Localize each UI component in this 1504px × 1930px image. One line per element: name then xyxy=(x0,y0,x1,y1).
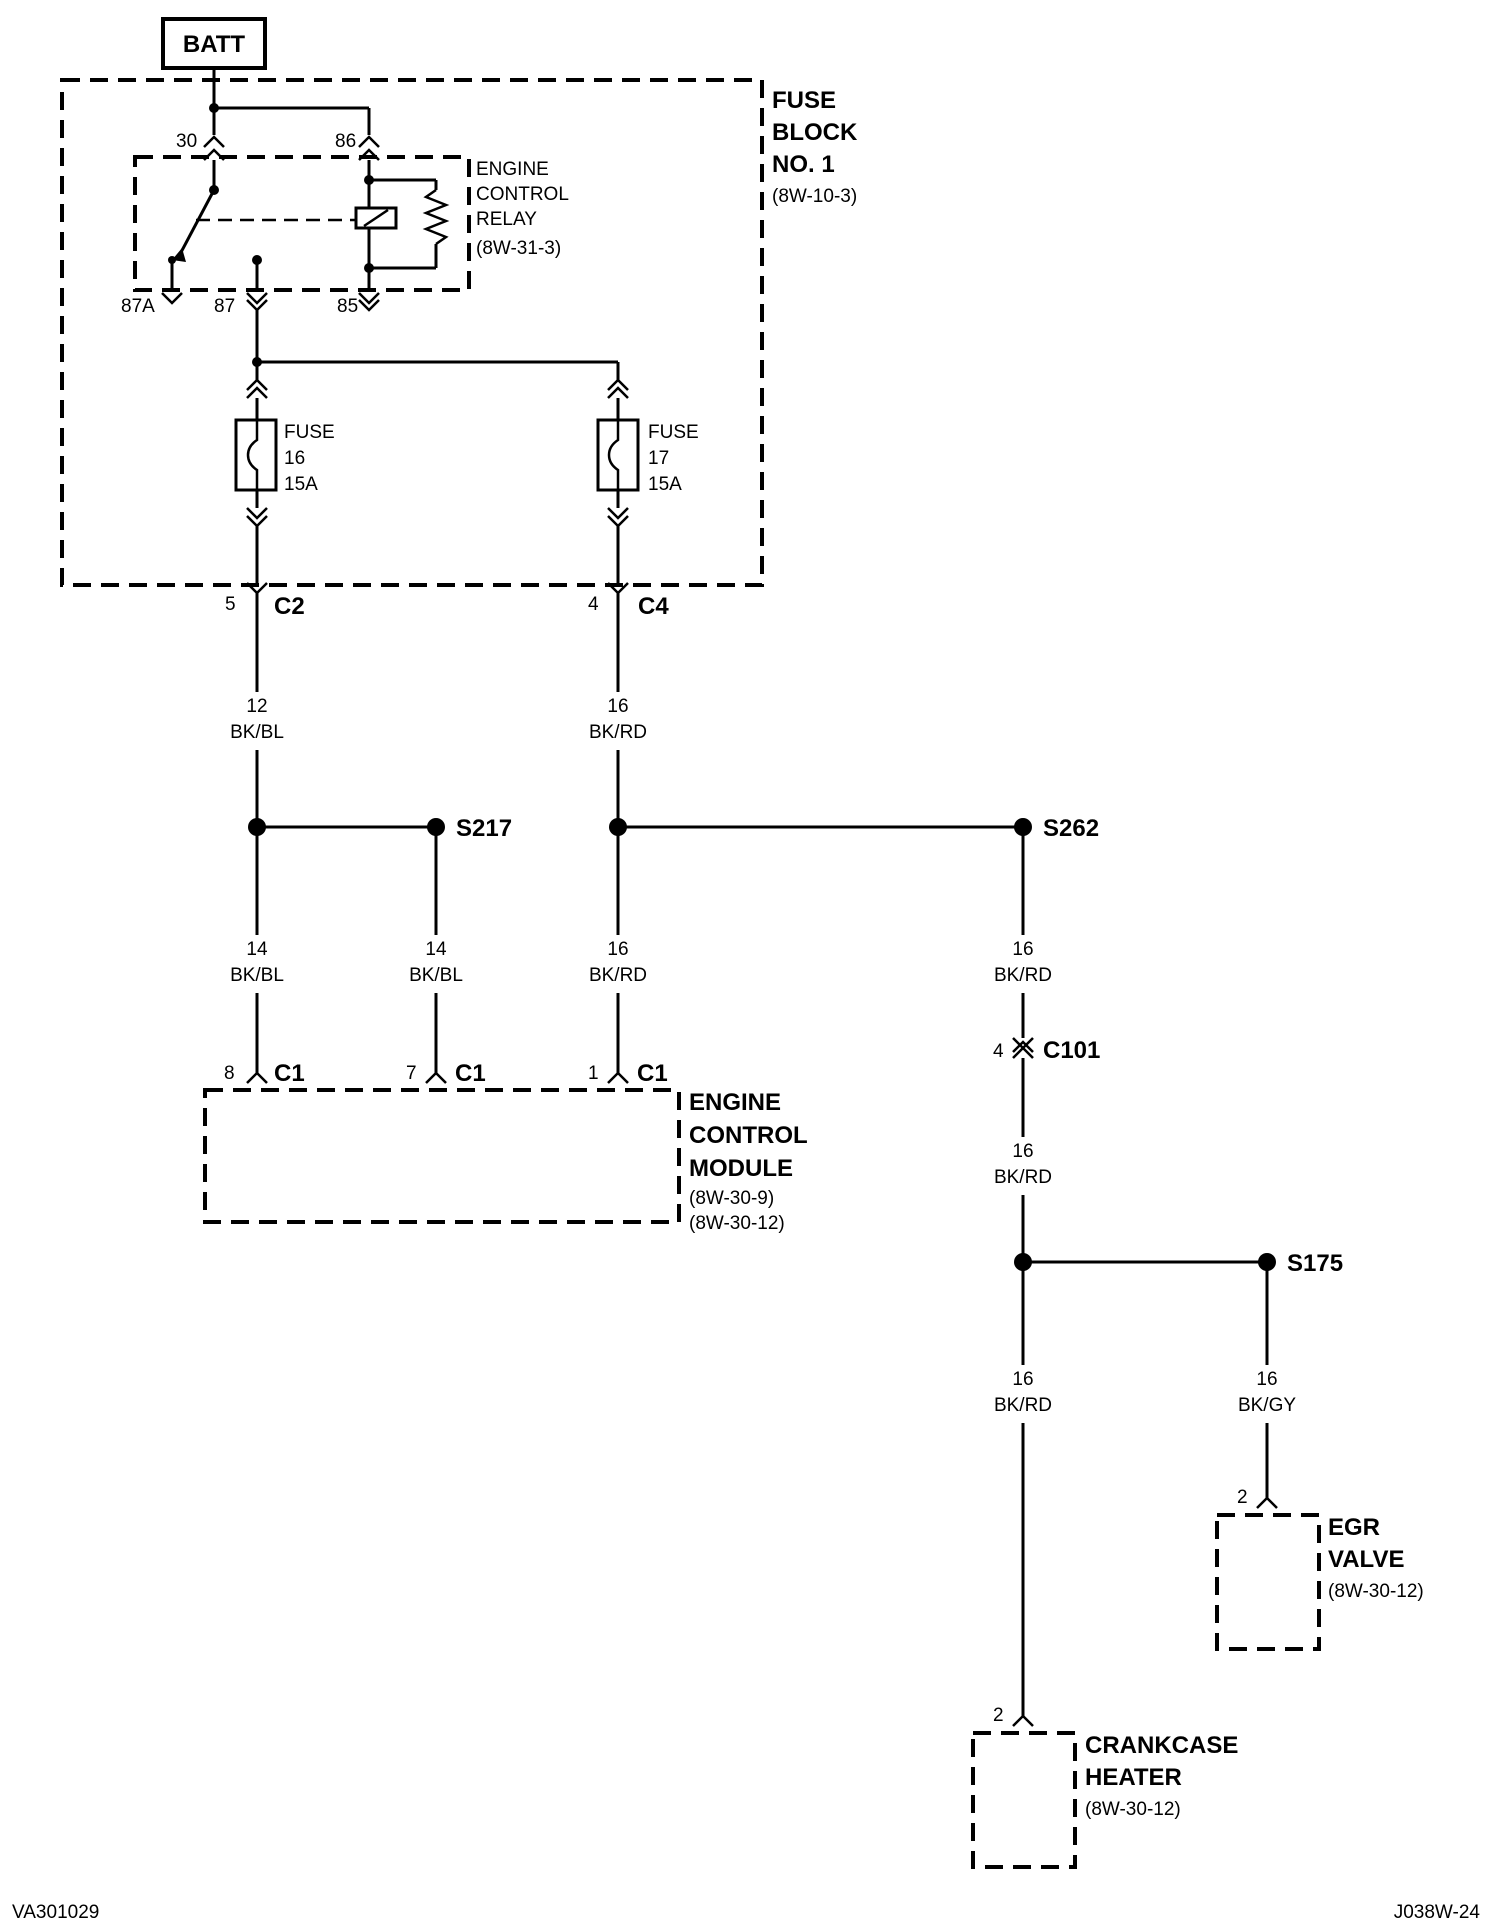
ecm-conn-c-pin: 1 xyxy=(588,1063,599,1084)
egr-valve-box xyxy=(1215,1513,1321,1651)
heater-title-1: CRANKCASE xyxy=(1085,1732,1238,1759)
wire-5-color: BK/RD xyxy=(589,965,647,986)
fuse-block-title-2: BLOCK xyxy=(772,119,858,146)
relay-resistor xyxy=(422,188,450,246)
fuse-block-title-1: FUSE xyxy=(772,87,836,114)
wire-8-color: BK/RD xyxy=(994,1395,1052,1416)
ecm-title-2: CONTROL xyxy=(689,1122,808,1149)
relay-pin-85: 85 xyxy=(337,296,358,317)
conn-c2-pin: 5 xyxy=(225,594,236,615)
wire-7-color: BK/RD xyxy=(994,1167,1052,1188)
fuse-block-box xyxy=(60,78,764,587)
splice-s262-label: S262 xyxy=(1043,815,1099,842)
ecm-title-3: MODULE xyxy=(689,1155,793,1182)
fuse-17-label-3: 15A xyxy=(648,474,682,495)
c101-pin: 4 xyxy=(993,1041,1004,1062)
ecm-ref-2: (8W-30-12) xyxy=(689,1213,785,1234)
relay-switch-arm xyxy=(176,189,216,259)
wire-7-gauge: 16 xyxy=(1012,1141,1033,1162)
relay-title-3: RELAY xyxy=(476,209,537,230)
ecm-title-1: ENGINE xyxy=(689,1089,781,1116)
fuse-block-title-3: NO. 1 xyxy=(772,151,835,178)
wire-6-gauge: 16 xyxy=(1012,939,1033,960)
fuse-17-label-2: 17 xyxy=(648,448,669,469)
relay-title-1: ENGINE xyxy=(476,159,549,180)
heater-ref: (8W-30-12) xyxy=(1085,1799,1181,1820)
conn-c2-name: C2 xyxy=(274,593,305,620)
wire-6-color: BK/RD xyxy=(994,965,1052,986)
conn-c4-name: C4 xyxy=(638,593,669,620)
ecm-conn-c-name: C1 xyxy=(637,1060,668,1087)
wire-1-color: BK/BL xyxy=(230,722,284,743)
wire-4-color: BK/BL xyxy=(409,965,463,986)
relay-pin-87: 87 xyxy=(214,296,235,317)
relay-pin-86: 86 xyxy=(335,131,356,152)
egr-title-1: EGR xyxy=(1328,1514,1380,1541)
conn-c4-pin: 4 xyxy=(588,594,599,615)
ecm-conn-b-name: C1 xyxy=(455,1060,486,1087)
wire-1-gauge: 12 xyxy=(246,696,267,717)
egr-pin: 2 xyxy=(1237,1487,1248,1508)
wire-4-gauge: 14 xyxy=(425,939,447,960)
fuse-17-label-1: FUSE xyxy=(648,422,699,443)
egr-title-2: VALVE xyxy=(1328,1546,1404,1573)
egr-ref: (8W-30-12) xyxy=(1328,1581,1424,1602)
wire-5-gauge: 16 xyxy=(607,939,628,960)
relay-pin-30: 30 xyxy=(176,131,197,152)
fuse-16-label-3: 15A xyxy=(284,474,318,495)
ecm-conn-a-name: C1 xyxy=(274,1060,305,1087)
wire-9-color: BK/GY xyxy=(1238,1395,1296,1416)
crankcase-heater-box xyxy=(971,1731,1077,1869)
footer-right-code: J038W-24 xyxy=(1394,1902,1481,1923)
batt-label: BATT xyxy=(183,31,246,58)
splice-s217-label: S217 xyxy=(456,815,512,842)
ecm-box xyxy=(203,1088,681,1224)
relay-box xyxy=(133,155,471,292)
wire-9-gauge: 16 xyxy=(1256,1369,1277,1390)
ecm-conn-b-pin: 7 xyxy=(406,1063,417,1084)
wire-2-gauge: 16 xyxy=(607,696,628,717)
footer-left-code: VA301029 xyxy=(12,1902,99,1923)
wire-3-color: BK/BL xyxy=(230,965,284,986)
fuse-16-label-2: 16 xyxy=(284,448,305,469)
relay-ref: (8W-31-3) xyxy=(476,238,561,259)
ecm-conn-a-pin: 8 xyxy=(224,1063,235,1084)
fuse-16-label-1: FUSE xyxy=(284,422,335,443)
ecm-ref-1: (8W-30-9) xyxy=(689,1188,774,1209)
wire-8-gauge: 16 xyxy=(1012,1369,1033,1390)
relay-title-2: CONTROL xyxy=(476,184,569,205)
wire-2-color: BK/RD xyxy=(589,722,647,743)
fuse-block-ref: (8W-10-3) xyxy=(772,186,857,207)
heater-title-2: HEATER xyxy=(1085,1764,1182,1791)
c101-name: C101 xyxy=(1043,1037,1100,1064)
wire-3-gauge: 14 xyxy=(246,939,268,960)
heater-pin: 2 xyxy=(993,1705,1004,1726)
splice-s175-label: S175 xyxy=(1287,1250,1343,1277)
relay-pin-87a: 87A xyxy=(121,296,155,317)
